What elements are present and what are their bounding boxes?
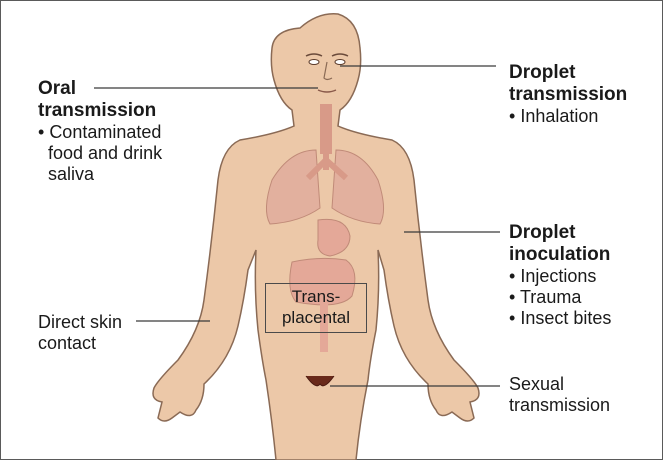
transplacental-line2: placental [266,307,366,328]
droplet-transmission-title-line2: transmission [509,84,627,106]
oral-item-1: Contaminated [38,122,162,143]
oral-title-line2: transmission [38,100,162,122]
oral-item-3: saliva [38,164,162,185]
oral-item-2: food and drink [38,143,162,164]
droplet-inoculation-title-line2: inoculation [509,244,611,266]
droplet-inoculation-item-2: Trauma [509,287,611,308]
droplet-transmission-title-line1: Droplet [509,62,627,84]
sexual-line1: Sexual [509,374,610,395]
direct-skin-line1: Direct skin [38,312,122,333]
droplet-transmission-label: Droplet transmission Inhalation [509,62,627,127]
trachea [320,104,332,154]
oral-title-line1: Oral [38,78,162,100]
direct-skin-line2: contact [38,333,122,354]
direct-skin-contact-label: Direct skin contact [38,312,122,354]
transplacental-line1: Trans- [266,286,366,307]
sexual-line2: transmission [509,395,610,416]
droplet-inoculation-item-1: Injections [509,266,611,287]
body-silhouette [153,14,479,460]
droplet-inoculation-item-3: Insect bites [509,308,611,329]
eye-left [309,60,319,65]
droplet-inoculation-title-line1: Droplet [509,222,611,244]
oral-transmission-label: Oral transmission Contaminated food and … [38,78,162,185]
droplet-transmission-item-1: Inhalation [509,106,627,127]
transplacental-box: Trans- placental [265,283,367,333]
sexual-transmission-label: Sexual transmission [509,374,610,416]
eye-right [335,60,345,65]
droplet-inoculation-label: Droplet inoculation Injections Trauma In… [509,222,611,329]
